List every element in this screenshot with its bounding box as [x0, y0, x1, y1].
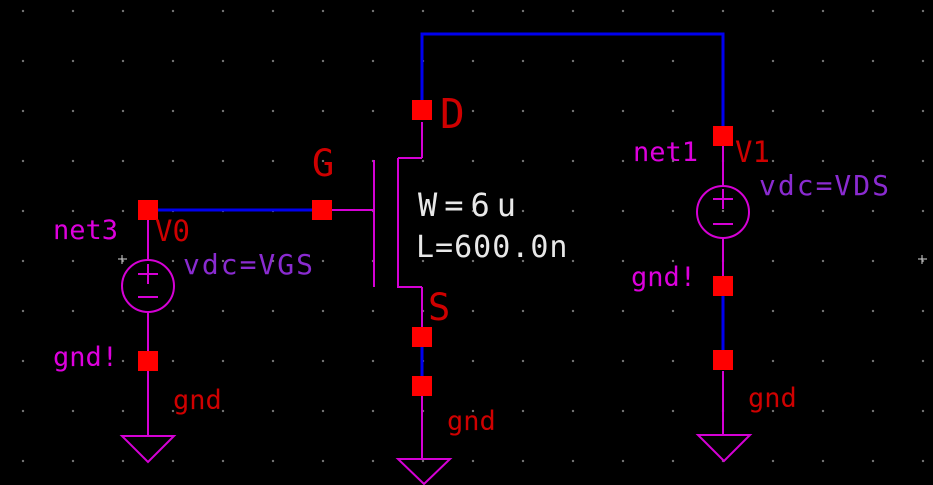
origin-marker-icon	[118, 255, 127, 264]
instance-label-v0[interactable]: V0	[155, 214, 190, 248]
gnd-symbol-middle[interactable]	[395, 396, 453, 485]
pin[interactable]	[412, 327, 432, 347]
net-label-net1[interactable]: net1	[633, 137, 699, 168]
pin[interactable]	[713, 276, 733, 296]
gnd-symbol-label-middle[interactable]: gnd	[447, 406, 496, 437]
plus-icon	[713, 189, 733, 209]
net-label-gnd-right[interactable]: gnd!	[631, 262, 697, 293]
param-label-vgs[interactable]: vdc=VGS	[183, 248, 316, 281]
terminal-label-drain[interactable]: D	[440, 90, 465, 138]
pin[interactable]	[412, 376, 432, 396]
pin[interactable]	[138, 200, 158, 220]
wire-drain-to-vds[interactable]	[420, 32, 725, 126]
gnd-symbol-label-left[interactable]: gnd	[173, 385, 222, 416]
vdc-source-v1-symbol[interactable]	[696, 146, 750, 276]
pin[interactable]	[713, 126, 733, 146]
plus-icon	[138, 264, 158, 284]
terminal-label-source[interactable]: S	[428, 286, 451, 329]
net-label-gnd-left[interactable]: gnd!	[53, 342, 119, 373]
pin[interactable]	[713, 350, 733, 370]
pins	[138, 100, 733, 396]
gnd-symbol-left[interactable]	[119, 371, 177, 464]
instance-label-v1[interactable]: V1	[735, 135, 770, 169]
param-label-length[interactable]: L=600.0n	[416, 230, 569, 265]
wires	[148, 32, 725, 378]
gnd-symbol-label-right[interactable]: gnd	[748, 383, 797, 414]
nmos-symbol[interactable]	[332, 122, 423, 327]
terminal-label-gate[interactable]: G	[312, 142, 335, 185]
pin[interactable]	[312, 200, 332, 220]
param-label-width[interactable]: W=6u	[418, 186, 524, 224]
pin[interactable]	[412, 100, 432, 120]
origin-marker-icon	[918, 255, 927, 264]
vdc-source-v0-symbol[interactable]	[121, 220, 175, 351]
net-label-net3[interactable]: net3	[53, 215, 119, 246]
gnd-symbol-right[interactable]	[695, 371, 753, 463]
param-label-vds[interactable]: vdc=VDS	[759, 169, 892, 202]
pin[interactable]	[138, 351, 158, 371]
